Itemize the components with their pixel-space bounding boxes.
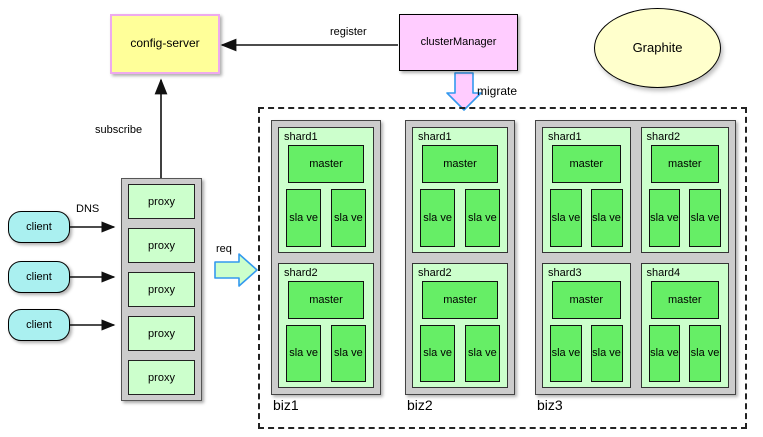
client-label: client [26, 318, 52, 331]
client-label: client [26, 220, 52, 233]
proxy-label: proxy [148, 195, 175, 208]
slave-node[interactable]: sla ve [689, 324, 721, 382]
req-label: req [216, 243, 232, 255]
proxy-node-2[interactable]: proxy [128, 228, 195, 263]
slave-node[interactable]: sla ve [330, 189, 366, 247]
client-node-3[interactable]: client [8, 309, 70, 341]
shard-biz2-shard1[interactable]: shard1 master sla ve sla ve [412, 127, 508, 253]
master-node[interactable]: master [552, 145, 621, 183]
slave-node[interactable]: sla ve [689, 189, 721, 247]
master-node[interactable]: master [552, 280, 621, 319]
shard-biz1-shard2[interactable]: shard2 master sla ve sla ve [278, 262, 374, 388]
shard-title: shard2 [646, 131, 681, 143]
subscribe-label: subscribe [95, 124, 143, 136]
proxy-label: proxy [148, 239, 175, 252]
slave-node[interactable]: sla ve [648, 189, 681, 247]
proxy-label: proxy [148, 371, 175, 384]
biz3-body: shard1 master sla ve sla ve shard2 maste… [535, 120, 736, 395]
shard-biz3-shard2[interactable]: shard2 master sla ve sla ve [640, 127, 729, 253]
biz-cluster-biz2[interactable]: shard1 master sla ve sla ve shard2 maste… [405, 120, 515, 416]
register-label: register [330, 26, 367, 38]
slave-group: sla ve sla ve [647, 324, 724, 382]
master-node[interactable]: master [422, 280, 498, 319]
slave-node[interactable]: sla ve [420, 324, 456, 382]
backend-region [258, 107, 747, 429]
biz-name-label: biz2 [407, 397, 433, 413]
migrate-label: migrate [477, 84, 518, 98]
proxy-label: proxy [148, 327, 175, 340]
graphite-node[interactable]: Graphite [594, 8, 721, 88]
shard-biz3-shard4[interactable]: shard4 master sla ve sla ve [640, 262, 729, 388]
shard-title: shard2 [418, 266, 452, 279]
shard-title: shard4 [646, 266, 681, 279]
slave-node[interactable]: sla ve [464, 324, 500, 382]
shard-title: shard1 [284, 131, 318, 143]
proxy-node-1[interactable]: proxy [128, 184, 195, 219]
master-node[interactable]: master [650, 145, 719, 183]
slave-node[interactable]: sla ve [550, 324, 582, 382]
slave-group: sla ve sla ve [548, 189, 625, 247]
proxy-node-5[interactable]: proxy [128, 360, 195, 395]
biz-cluster-biz1[interactable]: shard1 master sla ve sla ve shard2 maste… [271, 120, 381, 416]
biz-cluster-biz3[interactable]: shard1 master sla ve sla ve shard2 maste… [535, 120, 736, 416]
cluster-manager-label: clusterManager [420, 36, 497, 49]
slave-node[interactable]: sla ve [590, 189, 623, 247]
slave-node[interactable]: sla ve [330, 324, 366, 382]
slave-node[interactable]: sla ve [286, 189, 322, 247]
master-node[interactable]: master [650, 280, 719, 319]
biz-name-label: biz3 [537, 397, 563, 413]
config-server-label: config-server [130, 36, 200, 51]
master-node[interactable]: master [288, 145, 364, 183]
slave-group: sla ve sla ve [548, 324, 625, 382]
slave-node[interactable]: sla ve [590, 324, 623, 382]
shard-biz3-shard1[interactable]: shard1 master sla ve sla ve [542, 127, 631, 253]
client-node-2[interactable]: client [8, 261, 70, 293]
slave-node[interactable]: sla ve [286, 324, 322, 382]
slave-node[interactable]: sla ve [648, 324, 681, 382]
slave-group: sla ve sla ve [647, 189, 724, 247]
migrate-block-arrow [446, 72, 482, 111]
shard-biz2-shard2[interactable]: shard2 master sla ve sla ve [412, 262, 508, 388]
shard-title: shard1 [548, 131, 582, 143]
config-server-node[interactable]: config-server [110, 14, 220, 74]
biz1-body: shard1 master sla ve sla ve shard2 maste… [271, 120, 381, 395]
shard-title: shard3 [548, 266, 582, 279]
slave-node[interactable]: sla ve [420, 189, 456, 247]
shard-title: shard2 [284, 266, 318, 279]
slave-group: sla ve sla ve [284, 189, 368, 247]
biz-name-label: biz1 [273, 397, 299, 413]
slave-group: sla ve sla ve [418, 324, 502, 382]
slave-node[interactable]: sla ve [550, 189, 582, 247]
shard-biz1-shard1[interactable]: shard1 master sla ve sla ve [278, 127, 374, 253]
proxy-rack: proxy proxy proxy proxy proxy [121, 178, 202, 401]
biz2-body: shard1 master sla ve sla ve shard2 maste… [405, 120, 515, 395]
slave-group: sla ve sla ve [284, 324, 368, 382]
proxy-label: proxy [148, 283, 175, 296]
graphite-label: Graphite [632, 39, 683, 55]
cluster-manager-node[interactable]: clusterManager [399, 14, 518, 71]
shard-biz3-shard3[interactable]: shard3 master sla ve sla ve [542, 262, 631, 388]
master-node[interactable]: master [288, 280, 364, 319]
proxy-node-3[interactable]: proxy [128, 272, 195, 307]
client-node-1[interactable]: client [8, 211, 70, 243]
dns-label: DNS [76, 203, 100, 215]
slave-node[interactable]: sla ve [464, 189, 500, 247]
master-node[interactable]: master [422, 145, 498, 183]
shard-title: shard1 [418, 131, 452, 143]
proxy-node-4[interactable]: proxy [128, 316, 195, 351]
client-label: client [26, 270, 52, 283]
req-block-arrow [214, 253, 258, 287]
slave-group: sla ve sla ve [418, 189, 502, 247]
